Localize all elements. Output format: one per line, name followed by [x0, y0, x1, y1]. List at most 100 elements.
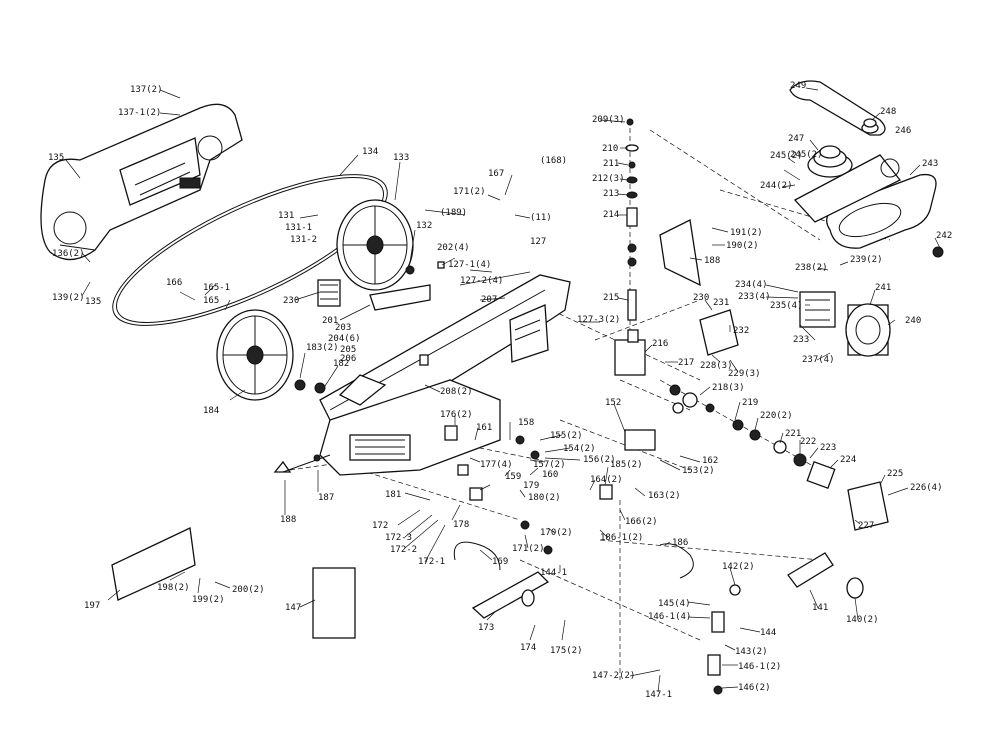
part-callout-152: 152 [605, 398, 621, 408]
part-callout-234: 234(4) [735, 280, 768, 290]
part-callout-243: 243 [922, 159, 938, 169]
part-callout-181: 181 [385, 490, 401, 500]
part-callout-223: 223 [820, 443, 836, 453]
part-callout-171b: 171(2) [512, 544, 545, 554]
part-callout-206: 206 [340, 354, 356, 364]
part-callout-211: 211 [603, 159, 619, 169]
part-callout-245b: 245(2) [790, 150, 823, 160]
part-callout-188: 188 [704, 256, 720, 266]
part-callout-221: 221 [785, 429, 801, 439]
part-callout-132: 132 [416, 221, 432, 231]
part-callout-157: 157(2) [533, 460, 566, 470]
part-callout-135: 135 [48, 153, 64, 163]
part-callout-186: 186 [672, 538, 688, 548]
leader-lines [65, 87, 941, 693]
part-callout-127-1: 127-1(4) [448, 260, 491, 270]
part-callout-190: 190(2) [726, 241, 759, 251]
part-callout-143: 143(2) [735, 647, 768, 657]
part-callout-230b: 230 [693, 293, 709, 303]
pulley-cover [793, 154, 944, 258]
part-callout-141: 141 [812, 603, 828, 613]
part-callout-138: 135 [85, 297, 101, 307]
part-callout-219: 219 [742, 398, 758, 408]
part-callout-165: 165 [203, 296, 219, 306]
part-callout-233-4: 233(4) [738, 292, 771, 302]
part-callout-244: 244(2) [760, 181, 793, 191]
part-callout-158: 158 [518, 418, 534, 428]
part-callout-174: 174 [520, 643, 536, 653]
part-callout-146-1b: 146-1(2) [738, 662, 781, 672]
part-callout-131: 131 [278, 211, 294, 221]
part-callout-145: 145(4) [658, 599, 691, 609]
part-callout-241: 241 [875, 283, 891, 293]
part-callout-212: 212(3) [592, 174, 625, 184]
part-callout-215: 215 [603, 293, 619, 303]
part-callout-153: 153(2) [682, 466, 715, 476]
part-callout-182: 182 [333, 359, 349, 369]
bracket-188 [659, 219, 701, 287]
part-callout-172-1: 172-1 [418, 557, 445, 567]
part-callout-155: 155(2) [550, 431, 583, 441]
part-callout-200: 200(2) [232, 585, 265, 595]
part-callout-166-2: 166(2) [625, 517, 658, 527]
part-callout-224: 224 [840, 455, 856, 465]
part-callout-146-1: 146-1(4) [648, 612, 691, 622]
part-callout-249: 249 [790, 81, 806, 91]
part-callout-229: 229(3) [728, 369, 761, 379]
part-callout-214: 214 [603, 210, 619, 220]
part-callout-202: 202(4) [437, 243, 470, 253]
blade-loop-inner [115, 177, 385, 323]
part-callout-220: 220(2) [760, 411, 793, 421]
assembly-lines [289, 120, 891, 680]
part-callout-177: 177(4) [480, 460, 513, 470]
part-callout-183: 183(2) [306, 343, 339, 353]
part-callout-185: 185(2) [610, 460, 643, 470]
vise-handle [273, 454, 331, 473]
part-callout-189: (189) [440, 208, 467, 218]
plate-225 [847, 481, 889, 531]
drive-shaft-parts [682, 392, 836, 489]
part-callout-178: 178 [453, 520, 469, 530]
part-callout-246: 246 [895, 126, 911, 136]
part-callout-159: 159 [505, 472, 521, 482]
part-callout-231: 231 [713, 298, 729, 308]
part-callout-247: 247 [788, 134, 804, 144]
part-callout-245-2: 245(2) [770, 151, 803, 161]
part-callout-176: 176(2) [440, 410, 473, 420]
part-callout-209: 209(3) [592, 115, 625, 125]
part-callout-127: 127 [530, 237, 546, 247]
part-callout-205: 205 [340, 345, 356, 355]
lower-wheel [216, 309, 326, 401]
part-callout-235: 235(4) [770, 301, 803, 311]
part-callout-173: 173 [478, 623, 494, 633]
upper-wheel [336, 199, 415, 291]
plate-232 [699, 309, 739, 356]
part-callout-131-1: 131-1 [285, 223, 312, 233]
part-callout-156: 156(2) [583, 455, 616, 465]
part-callout-226: 226(4) [910, 483, 943, 493]
part-callout-137-1-2: 137-1(2) [118, 108, 161, 118]
part-callout-230: 230 [283, 296, 299, 306]
part-callout-131-2: 131-2 [290, 235, 317, 245]
part-callout-168: (168) [540, 156, 567, 166]
blade-loop [112, 174, 388, 326]
gearbox-stack [614, 118, 681, 396]
part-callout-167: 167 [488, 169, 504, 179]
part-callout-147-2: 147-2(2) [592, 671, 635, 681]
post-assembly [707, 584, 741, 695]
part-callout-227: 227 [858, 521, 874, 531]
part-callout-164: 164(2) [590, 475, 623, 485]
part-callout-147-1: 147-1 [645, 690, 672, 700]
part-callout-228: 228(3) [700, 361, 733, 371]
part-callout-142: 142(2) [722, 562, 755, 572]
callout-labels: 137(2)137-1(2)135136(2)139(2)13513413313… [48, 81, 952, 700]
label-plate-197 [111, 527, 196, 601]
part-callout-240: 240 [905, 316, 921, 326]
part-callout-242: 242 [936, 231, 952, 241]
part-callout-179: 179 [523, 481, 539, 491]
part-callout-232: 232 [733, 326, 749, 336]
saw-base [319, 379, 501, 476]
part-callout-207: 207 [481, 295, 497, 305]
